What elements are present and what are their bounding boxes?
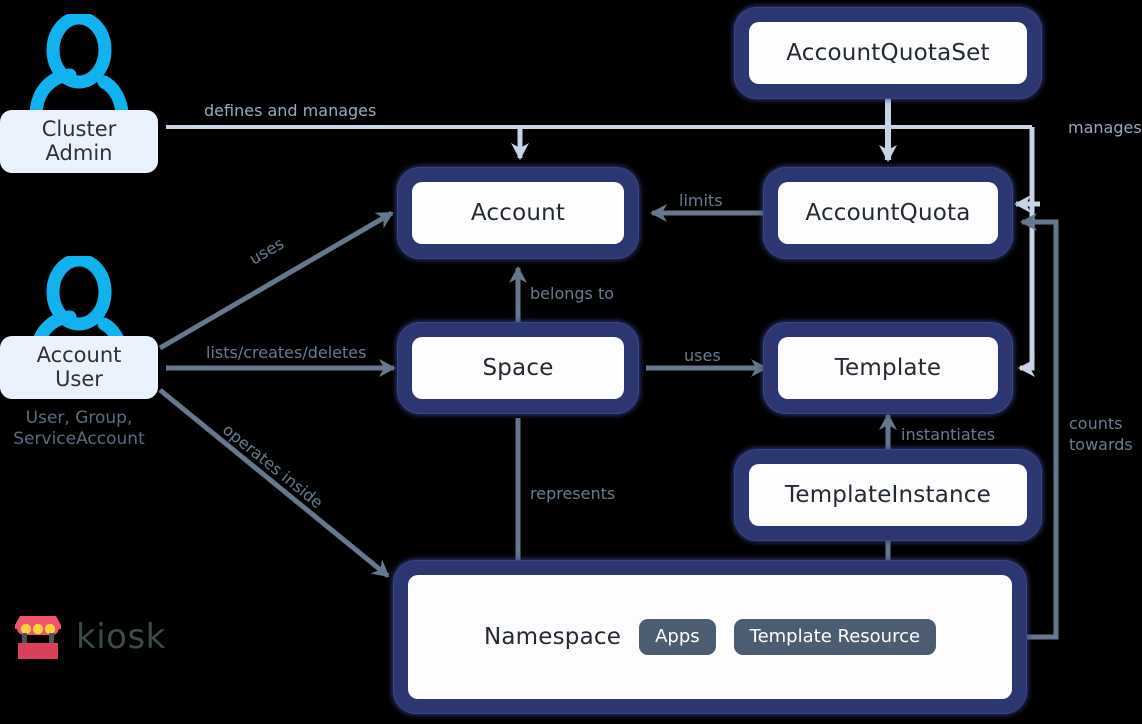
node-accountquotaset[interactable]: AccountQuotaSet (735, 8, 1041, 98)
edge-label-counts-towards-line2: towards (1069, 434, 1133, 454)
kiosk-wordmark: kiosk (76, 617, 166, 657)
actor-label-line1: Cluster (41, 116, 117, 141)
badge-apps[interactable]: Apps (639, 619, 716, 655)
edge-label-limits: limits (679, 191, 723, 210)
node-namespace[interactable]: Namespace Apps Template Resource (394, 561, 1026, 713)
kiosk-logo: kiosk (12, 612, 166, 662)
node-label: AccountQuota (805, 200, 971, 226)
actor-label-line1: Account (36, 342, 122, 367)
actor-subtext-line2: ServiceAccount (13, 429, 145, 450)
actor-cluster-admin[interactable]: Cluster Admin (0, 14, 158, 173)
actor-subtext: User, Group, ServiceAccount (13, 408, 144, 451)
node-label: TemplateInstance (785, 482, 991, 508)
node-label: Namespace (483, 624, 622, 650)
edge-label-manages: manages (1068, 118, 1142, 137)
edge-label-defines-and-manages: defines and manages (204, 101, 377, 120)
market-stall-icon (15, 616, 61, 659)
node-label: Account (470, 200, 566, 226)
node-label: AccountQuotaSet (786, 40, 990, 66)
edge-label-instantiates: instantiates (901, 425, 996, 444)
edge-user-uses-account (158, 210, 394, 351)
node-core: AccountQuotaSet (749, 22, 1027, 84)
edge-user-operates-namespace (158, 388, 390, 578)
node-space[interactable]: Space (398, 323, 638, 413)
person-icon (29, 14, 129, 114)
node-core: Account (412, 182, 624, 244)
node-core: Space (412, 337, 624, 399)
edge-label-counts-towards-line1: counts (1069, 414, 1123, 433)
edge-admin-manages-template (1018, 204, 1035, 377)
actor-label-line2: User (55, 366, 103, 391)
node-label: Template (834, 355, 942, 381)
actor-plate: Account User (0, 336, 158, 399)
edge-label-belongs-to: belongs to (530, 284, 615, 303)
edge-label-lists-creates-deletes: lists/creates/deletes (206, 343, 367, 362)
edge-admin-manages-quota (1022, 127, 1035, 207)
actor-subtext-line1: User, Group, (25, 408, 133, 428)
node-core: Template (778, 337, 998, 399)
node-label: Space (482, 355, 554, 381)
node-core: AccountQuota (778, 182, 998, 244)
edge-label-represents: represents (530, 484, 616, 503)
actor-account-user[interactable]: Account User User, Group, ServiceAccount (0, 256, 158, 456)
actor-plate: Cluster Admin (0, 110, 158, 173)
node-core: Namespace Apps Template Resource (408, 575, 1012, 699)
edge-label-counts-towards: counts towards (1069, 414, 1133, 456)
actor-label-line2: Admin (45, 140, 113, 165)
badge-template-resource[interactable]: Template Resource (733, 619, 937, 655)
edge-namespace-counts-quota (1012, 213, 1059, 640)
node-accountquota[interactable]: AccountQuota (764, 168, 1012, 258)
node-templateinstance[interactable]: TemplateInstance (735, 450, 1041, 540)
node-account[interactable]: Account (398, 168, 638, 258)
node-core: TemplateInstance (749, 464, 1027, 526)
edge-label-uses-template: uses (684, 346, 721, 365)
node-template[interactable]: Template (764, 323, 1012, 413)
